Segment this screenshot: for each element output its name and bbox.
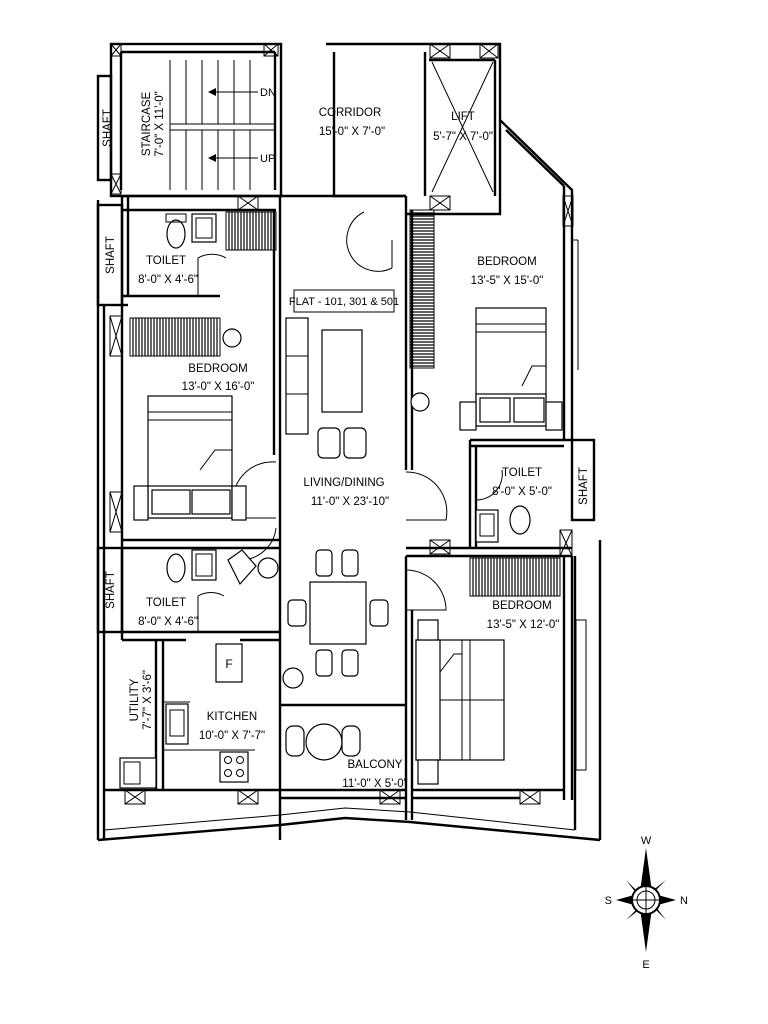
kitchen-name: KITCHEN: [207, 711, 257, 723]
coffee-table: [321, 329, 363, 413]
stair-up-label: UP: [260, 153, 275, 165]
staircase-name: STAIRCASE: [141, 92, 153, 157]
bed-bedroom-w: [133, 395, 247, 521]
door-living-e: [405, 471, 448, 521]
wc-sw: [166, 553, 186, 583]
balcony-size: 11'-0" X 5'-0": [342, 778, 407, 790]
wardrobe-toilet-nw: [225, 211, 277, 251]
bed-bedroom-ne: [459, 307, 563, 431]
compass-n: N: [680, 895, 688, 907]
stair-down-arrow: [208, 88, 216, 96]
structure-walls: [96, 42, 602, 842]
wardrobe-bedroom-w: [129, 317, 221, 357]
fan-living-2: [282, 667, 304, 689]
door-toilet-e: [475, 469, 503, 501]
compass-e: E: [642, 959, 649, 971]
dining-table: [309, 581, 367, 645]
staircase-size: 7'-0" X 11'-0": [154, 91, 166, 156]
lift: [431, 61, 494, 193]
living-name: LIVING/DINING: [303, 477, 384, 489]
sofa-living: [285, 317, 309, 435]
corridor-name: CORRIDOR: [319, 107, 382, 119]
bedroom-ne-size: 13'-5" X 15'-0": [471, 275, 544, 287]
bedroom-se-name: BEDROOM: [492, 600, 551, 612]
basin-e: [475, 509, 499, 543]
room-labels: CORRIDOR 15'-0" X 7'-0" LIFT 5'-7" X 7'-…: [129, 107, 559, 790]
corridor-size: 15'-0" X 7'-0": [319, 126, 385, 138]
wardrobe-bedroom-se: [469, 557, 561, 597]
flat-label-box: [293, 289, 395, 313]
door-toilet-nw: [197, 253, 227, 296]
bed-bedroom-se: [415, 619, 505, 785]
column-markers: [109, 43, 574, 805]
shower-sw: [227, 549, 257, 586]
shafts: SHAFT SHAFT SHAFT SHAFT: [96, 74, 590, 634]
compass-rose: W E S N: [605, 835, 688, 971]
toilet-sw-name: TOILET: [146, 597, 186, 609]
shaft-label-3: SHAFT: [105, 571, 117, 609]
lift-name: LIFT: [451, 111, 475, 123]
living-size: 11'-0" X 23'-10": [311, 496, 389, 508]
bedroom-w-name: BEDROOM: [188, 363, 247, 375]
fridge: [215, 643, 243, 683]
toilet-e-size: 8'-0" X 5'-0": [492, 486, 552, 498]
balcony-name: BALCONY: [348, 759, 403, 771]
armchair-2: [343, 427, 367, 459]
compass-w: W: [641, 835, 652, 847]
toilet-sw-size: 8'-0" X 4'-6": [138, 616, 198, 628]
door-corridor-living: [346, 211, 393, 272]
toilet-e-name: TOILET: [502, 467, 542, 479]
fan-bedroom-ne: [410, 392, 430, 412]
shaft-label-4: SHAFT: [578, 467, 590, 505]
lift-size: 5'-7" X 7'-0": [433, 131, 493, 143]
shaft-label-2: SHAFT: [105, 236, 117, 274]
kitchen-size: 10'-0" X 7'-7": [199, 730, 265, 742]
bedroom-w-size: 13'-0" X 16'-0": [182, 381, 255, 393]
armchair-1: [317, 427, 341, 459]
wc-e: [509, 505, 531, 535]
shaft-label-1: SHAFT: [102, 109, 114, 147]
wc-nw: [166, 219, 186, 249]
fan-bedroom-w: [222, 328, 242, 348]
utility-size: 7'-7" X 3'-6": [142, 670, 154, 730]
utility-sink: [119, 757, 157, 789]
kitchen-sink: [165, 703, 189, 745]
stair-dn-label: DN: [260, 87, 276, 99]
furniture: F: [119, 213, 587, 789]
compass-s: S: [605, 895, 612, 907]
door-toilet-sw: [197, 592, 225, 632]
staircase: DN UP STAIRCASE 7'-0" X 11'-0": [141, 60, 276, 190]
toilet-nw-size: 8'-0" X 4'-6": [138, 274, 198, 286]
toilet-nw-name: TOILET: [146, 255, 186, 267]
wardrobe-hatches: [129, 209, 561, 597]
bedroom-se-size: 13'-5" X 12'-0": [487, 619, 560, 631]
fan-living-1: [257, 557, 279, 579]
flat-label: FLAT - 101, 301 & 501: [289, 296, 399, 308]
stair-up-arrow: [208, 154, 216, 162]
balcony-table: [305, 723, 343, 761]
bedroom-ne-name: BEDROOM: [477, 256, 536, 268]
kitchen-hob: [219, 751, 249, 783]
utility-name: UTILITY: [129, 678, 141, 721]
planter-east: [575, 619, 587, 771]
fridge-label: F: [225, 657, 232, 671]
door-bedroom-se: [405, 569, 447, 611]
wardrobe-bedroom-ne: [409, 209, 435, 369]
